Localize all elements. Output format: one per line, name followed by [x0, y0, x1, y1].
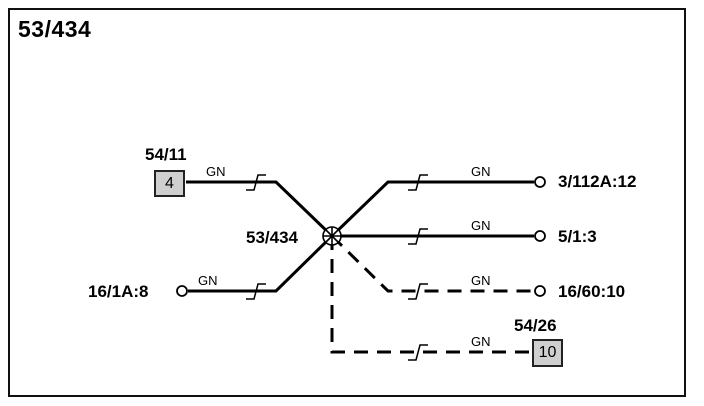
wire-to-54-11 — [186, 180, 334, 238]
connector-pin-box: 4 — [154, 170, 185, 197]
terminal-circle-5-1-3 — [534, 230, 546, 242]
terminal-circle-3-112a-12 — [534, 176, 546, 188]
wire-to-16-1a-8 — [188, 234, 334, 293]
terminal-circle-16-1a-8 — [176, 285, 188, 297]
wire-color-label: GN — [471, 273, 491, 288]
diagram-frame — [8, 8, 686, 397]
wire-break-symbol — [246, 174, 266, 191]
terminal-label: 16/60:10 — [558, 282, 626, 301]
wire-break-symbol — [408, 228, 428, 245]
connector-id-label: 54/26 — [514, 316, 557, 335]
wire-break-symbol — [408, 344, 428, 361]
wire-break-symbol — [408, 283, 428, 300]
wire-to-54-26 — [330, 236, 532, 354]
wire-color-label: GN — [471, 334, 491, 349]
wire-to-16-60-10 — [330, 234, 534, 293]
terminal-label: 3/112A:12 — [558, 172, 637, 191]
wire-break-symbol — [246, 283, 266, 300]
connector-pin-box: 10 — [532, 339, 563, 367]
wire-color-label: GN — [206, 164, 226, 179]
diagram-title: 53/434 — [18, 16, 92, 42]
wire-to-3-112a-12 — [330, 180, 534, 238]
wire-color-label: GN — [198, 273, 218, 288]
wire-break-symbol — [408, 174, 428, 191]
terminal-circle-16-60-10 — [534, 285, 546, 297]
splice-label: 53/434 — [246, 228, 298, 247]
splice-icon — [322, 226, 342, 246]
connector-id-label: 54/11 — [145, 145, 187, 164]
terminal-label: 5/1:3 — [558, 227, 597, 246]
wire-color-label: GN — [471, 218, 491, 233]
wire-color-label: GN — [471, 164, 491, 179]
terminal-label: 16/1A:8 — [88, 282, 149, 301]
